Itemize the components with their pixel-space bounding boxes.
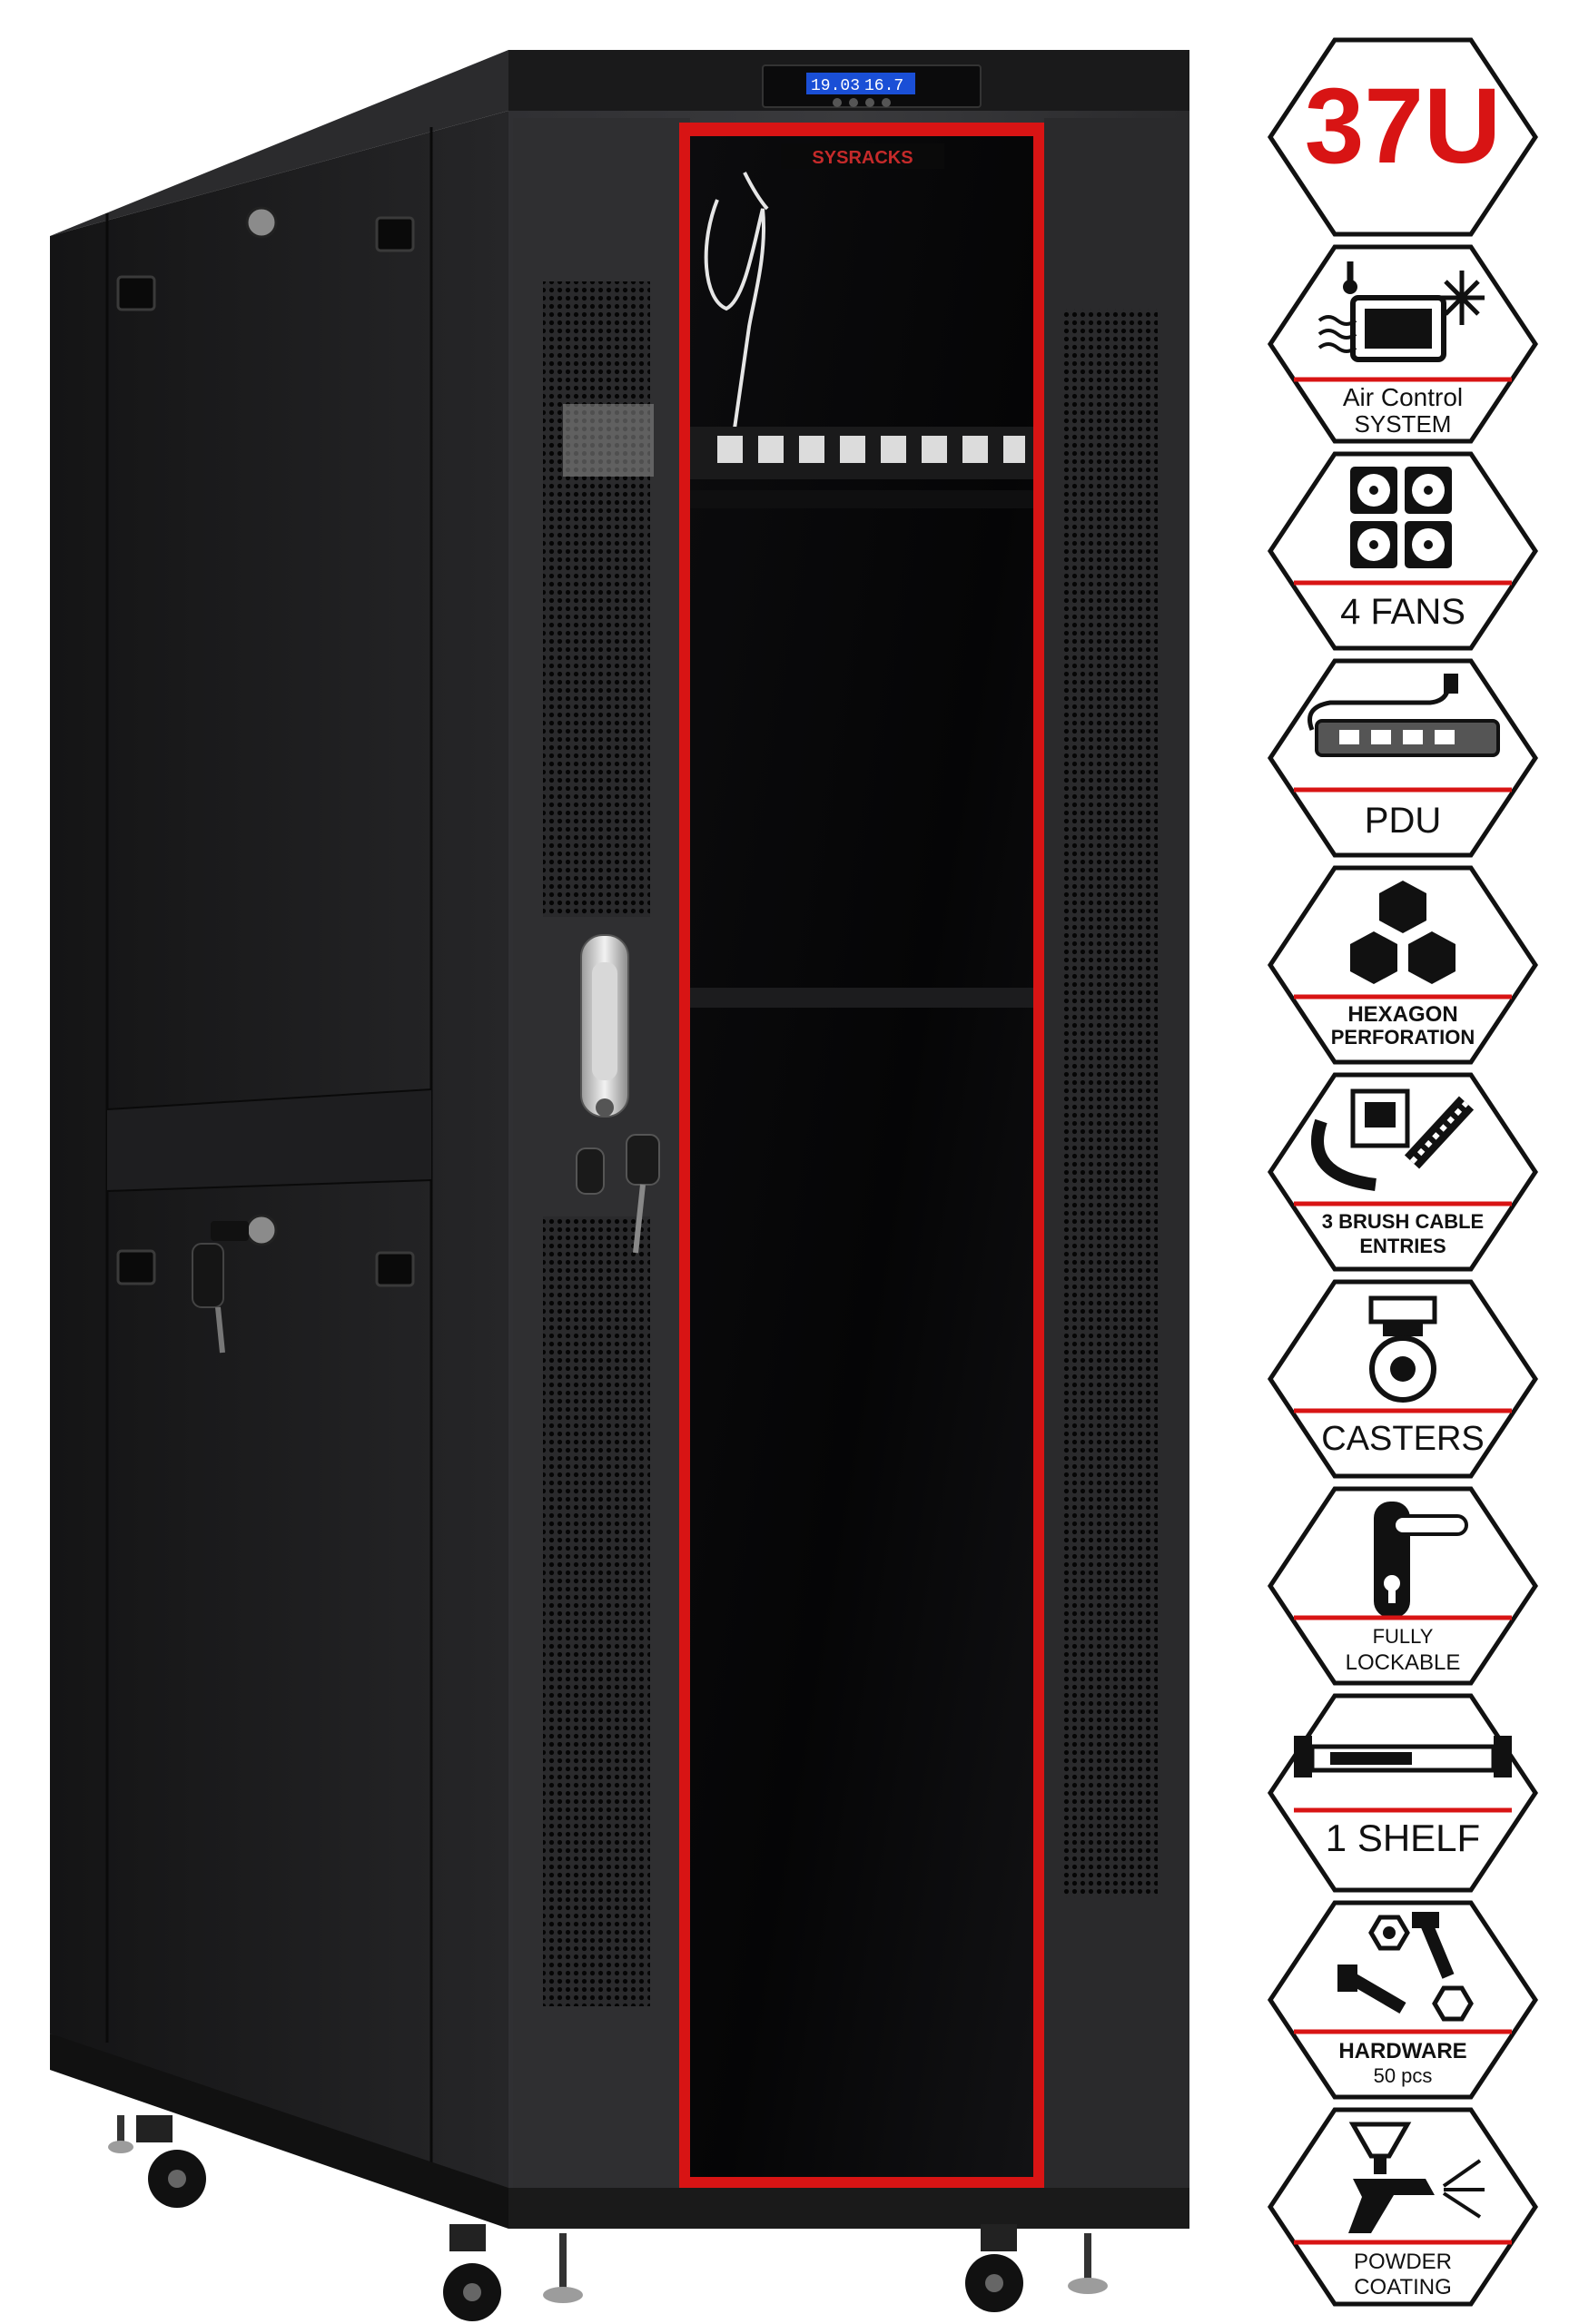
feature-label-line1: POWDER: [1354, 2250, 1452, 2274]
air-control-icon: [1267, 244, 1539, 444]
feature-badge-lockable: FULLY LOCKABLE: [1267, 1485, 1539, 1687]
feature-badge-list: 37U Air Control SYSTEM: [1267, 36, 1539, 2315]
capacity-label: 37U: [1304, 66, 1502, 186]
side-lock: [245, 206, 278, 239]
feature-label-line2: SYSTEM: [1354, 410, 1452, 438]
hardware-icon: [1267, 1900, 1539, 2100]
leveling-foot: [543, 2233, 583, 2303]
feature-label-line2: PERFORATION: [1330, 1026, 1475, 1049]
perforated-panel: [543, 281, 650, 917]
perforated-panel: [543, 1216, 650, 2006]
shelf: [690, 988, 1033, 1008]
feature-badge-brush-cable: 3 BRUSH CABLE ENTRIES: [1267, 1071, 1539, 1273]
feature-label-line1: CASTERS: [1321, 1420, 1485, 1458]
side-lock: [245, 1214, 278, 1246]
feature-badge-fans: 4 FANS: [1267, 450, 1539, 652]
fans-icon: [1267, 451, 1539, 651]
side-latch: [375, 216, 415, 252]
feature-badge-casters: CASTERS: [1267, 1278, 1539, 1480]
leveling-foot: [108, 2115, 133, 2153]
feature-badge-powder-coating: POWDER COATING: [1267, 2106, 1539, 2308]
side-latch: [116, 275, 156, 311]
cabinet-base: [508, 2188, 1189, 2229]
pdu-icon: [1267, 658, 1539, 858]
hexagon-perforation-icon: [1267, 865, 1539, 1065]
feature-badge-hardware: HARDWARE 50 pcs: [1267, 1899, 1539, 2101]
feature-badge-shelf: 1 SHELF: [1267, 1692, 1539, 1894]
feature-badge-pdu: PDU: [1267, 657, 1539, 859]
shelf-icon: [1267, 1693, 1539, 1893]
feature-label-line2: 50 pcs: [1373, 2064, 1433, 2087]
feature-label-line1: HEXAGON: [1347, 1002, 1458, 1027]
feature-label-line2: COATING: [1354, 2275, 1452, 2299]
display-readout-1: 19.03: [811, 77, 860, 95]
feature-label-line2: LOCKABLE: [1345, 1650, 1461, 1675]
feature-label-line1: 1 SHELF: [1325, 1817, 1481, 1859]
feature-label-line1: 3 BRUSH CABLE: [1321, 1210, 1485, 1233]
side-latch: [375, 1251, 415, 1287]
casters-icon: [1267, 1279, 1539, 1479]
lock-handle-icon: [1267, 1486, 1539, 1686]
feature-label-line2: ENTRIES: [1359, 1235, 1446, 1257]
feature-label-line1: PDU: [1364, 801, 1442, 841]
feature-badge-air-control: Air Control SYSTEM: [1267, 243, 1539, 445]
capacity-icon: [1267, 37, 1539, 237]
feature-label-line1: Air Control: [1342, 383, 1464, 411]
caster: [136, 2115, 206, 2208]
feature-label-line1: FULLY: [1372, 1625, 1434, 1648]
feature-label-line1: HARDWARE: [1338, 2039, 1467, 2063]
side-latch: [116, 1249, 156, 1285]
perforated-panel: [1062, 309, 1158, 1897]
feature-label-line1: 4 FANS: [1340, 592, 1465, 632]
display-readout-2: 16.7: [864, 77, 903, 95]
feature-badge-hexagon: HEXAGON PERFORATION: [1267, 864, 1539, 1066]
feature-badge-capacity: 37U: [1267, 36, 1539, 238]
brand-logo: SYSRACKS: [812, 148, 913, 168]
powder-coating-icon: [1267, 2107, 1539, 2307]
leveling-foot: [1068, 2233, 1108, 2294]
caster: [443, 2224, 501, 2321]
caster: [965, 2224, 1023, 2312]
brush-cable-icon: [1267, 1072, 1539, 1272]
